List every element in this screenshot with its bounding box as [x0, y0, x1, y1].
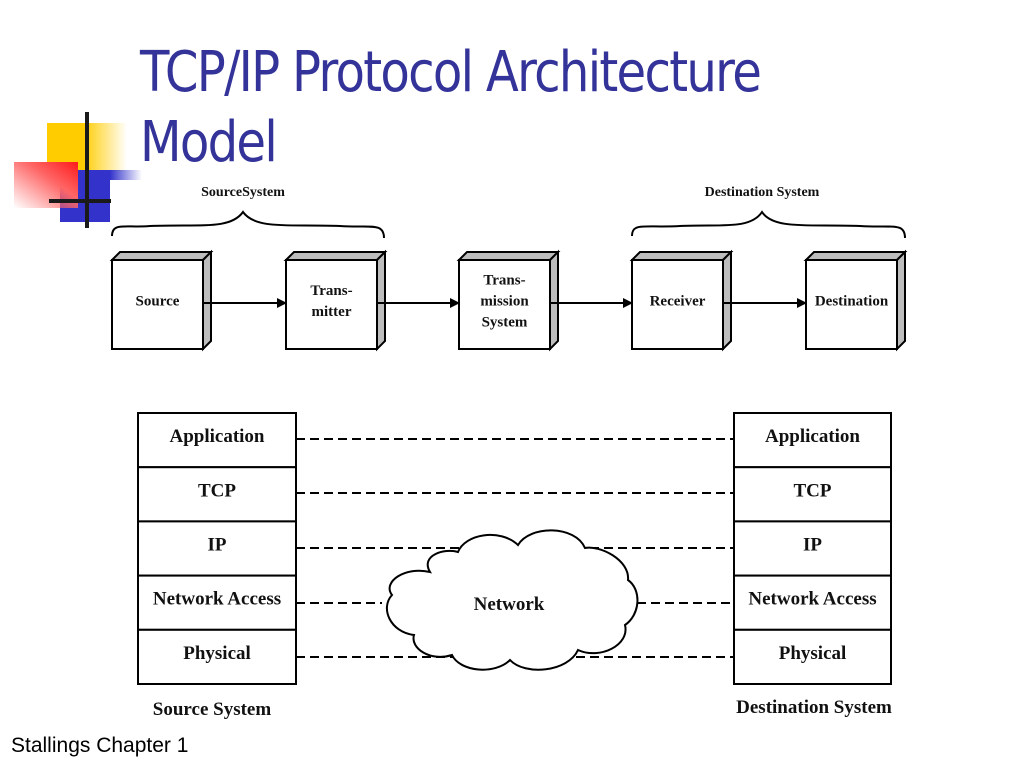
- layer-label: Network Access: [748, 589, 876, 610]
- box-side-face: [896, 249, 906, 352]
- layer-label: TCP: [794, 480, 832, 501]
- layer-cell: [137, 466, 297, 523]
- destination-layer-network-access: Network Access: [733, 574, 892, 631]
- box-top-face: [456, 251, 561, 261]
- layer-cell: [733, 466, 892, 523]
- flow-box-transmitter: Trans-mitter: [283, 249, 388, 352]
- box-front-face: [111, 259, 204, 350]
- destination-layer-physical: Physical: [733, 628, 892, 685]
- box-label: mission: [480, 294, 529, 310]
- flow-box-destination: Destination: [803, 249, 908, 352]
- destination-system-group-label: Destination System: [705, 185, 820, 200]
- box-label: Receiver: [650, 294, 706, 310]
- logo-blue-fade: [110, 170, 142, 180]
- destination-layer-ip: IP: [733, 520, 892, 577]
- layer-cell: [733, 520, 892, 577]
- destination-layer-tcp: TCP: [733, 466, 892, 523]
- top-flow-boxes: SourceTrans-mitterTrans-missionSystemRec…: [109, 249, 908, 352]
- layer-label: Network Access: [153, 589, 281, 610]
- destination-layer-application: Application: [733, 412, 892, 469]
- box-label: Source: [136, 294, 180, 310]
- layer-cell: [137, 628, 297, 685]
- source-system-group-label: SourceSystem: [201, 185, 285, 200]
- network-label: Network: [474, 594, 545, 615]
- source-layer-network-access: Network Access: [137, 574, 297, 631]
- layer-label: TCP: [198, 480, 236, 501]
- source-layer-tcp: TCP: [137, 466, 297, 523]
- network-cloud: [386, 529, 639, 671]
- box-top-face: [109, 251, 214, 261]
- box-front-face: [458, 259, 551, 350]
- layer-label: Application: [169, 426, 264, 447]
- layer-label: Physical: [779, 643, 847, 664]
- layer-cell: [733, 412, 892, 469]
- box-label: System: [482, 315, 528, 331]
- source-system-brace: [111, 210, 385, 239]
- layer-label: Application: [765, 426, 860, 447]
- box-side-face: [202, 249, 212, 352]
- layer-cell: [733, 628, 892, 685]
- box-label: Trans-: [310, 283, 352, 299]
- decorative-logo: [0, 100, 160, 240]
- destination-system-stack-label: Destination System: [736, 697, 892, 718]
- box-side-face: [549, 249, 559, 352]
- layer-cell: [733, 574, 892, 631]
- slide-title-line1: TCP/IP Protocol Architecture: [140, 40, 762, 105]
- logo-horizontal-line: [49, 199, 111, 203]
- destination-system-brace: [631, 210, 906, 239]
- box-front-face: [631, 259, 724, 350]
- box-label: Trans-: [483, 273, 525, 289]
- slide-title-line2: Model: [140, 110, 278, 175]
- logo-vertical-line: [85, 112, 89, 228]
- source-system-stack-label: Source System: [153, 699, 272, 720]
- box-label: mitter: [312, 304, 352, 320]
- box-top-face: [803, 251, 908, 261]
- box-side-face: [722, 249, 732, 352]
- source-layer-physical: Physical: [137, 628, 297, 685]
- box-top-face: [629, 251, 734, 261]
- slide-footer: Stallings Chapter 1: [11, 734, 189, 757]
- source-layer-ip: IP: [137, 520, 297, 577]
- box-label: Destination: [815, 294, 889, 310]
- slide-title: TCP/IP Protocol Architecture Model: [140, 38, 762, 178]
- box-top-face: [283, 251, 388, 261]
- layer-label: IP: [208, 535, 227, 556]
- flow-box-source: Source: [109, 249, 214, 352]
- flow-box-receiver: Receiver: [629, 249, 734, 352]
- box-front-face: [285, 259, 378, 350]
- layer-label: IP: [803, 535, 822, 556]
- source-layer-application: Application: [137, 412, 297, 469]
- layer-label: Physical: [183, 643, 251, 664]
- box-side-face: [376, 249, 386, 352]
- layer-cell: [137, 520, 297, 577]
